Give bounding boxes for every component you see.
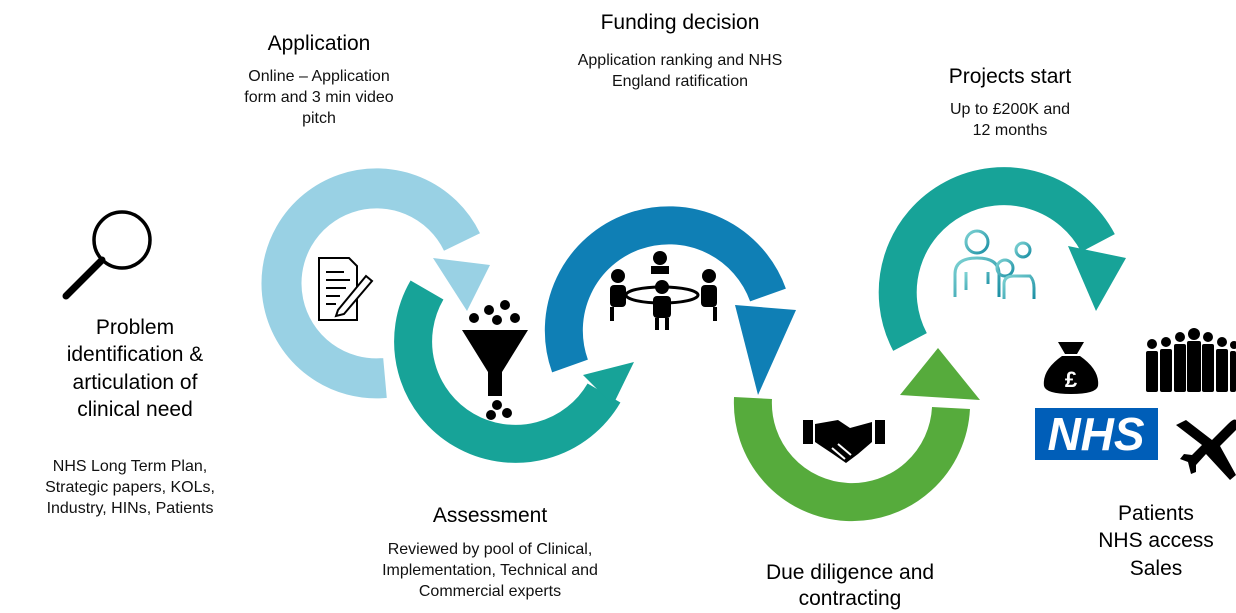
assessment-description-line: Commercial experts <box>418 582 562 600</box>
outcome-label: Patients <box>1118 502 1194 525</box>
svg-text:NHS: NHS <box>1047 408 1144 460</box>
assessment-description-line: Implementation, Technical and <box>382 561 598 579</box>
problem-title: Problem identification & articulation of… <box>30 314 240 423</box>
handshake-icon <box>803 420 885 463</box>
projects-title: Projects start <box>948 65 1072 88</box>
application-description: Online – Application form and 3 min vide… <box>204 67 434 129</box>
crowd-icon <box>1146 328 1236 392</box>
nhs-logo-icon: NHS <box>1035 408 1158 460</box>
projects-description: Up to £200K and 12 months <box>900 100 1120 142</box>
funnel-icon <box>462 300 528 420</box>
problem-sources-line: Strategic papers, KOLs, <box>45 478 215 496</box>
projects-description-line: 12 months <box>972 121 1048 139</box>
problem-sources: NHS Long Term Plan, Strategic papers, KO… <box>0 457 260 519</box>
due-diligence-title-line: Due diligence and <box>765 561 935 584</box>
funding-description-line: Application ranking and NHS <box>577 52 783 69</box>
due-diligence-title: Due diligence and contracting <box>730 560 970 613</box>
doctor-patient-icon <box>953 229 1036 299</box>
outcome-label: Sales <box>1129 556 1183 580</box>
application-description-line: pitch <box>302 109 336 127</box>
assessment-description: Reviewed by pool of Clinical, Implementa… <box>335 540 645 602</box>
outcome-labels: Patients NHS access Sales <box>1076 500 1236 582</box>
assessment-description-line: Reviewed by pool of Clinical, <box>387 541 593 558</box>
projects-arrow <box>878 167 1126 351</box>
funding-description: Application ranking and NHS England rati… <box>530 51 830 93</box>
svg-text:£: £ <box>1065 367 1078 392</box>
application-title: Application <box>267 32 371 55</box>
projects-description-line: Up to £200K and <box>949 101 1071 118</box>
due-diligence-arrow <box>733 348 980 522</box>
document-pen-icon <box>318 257 374 321</box>
application-arrow <box>261 168 490 399</box>
meeting-table-icon <box>610 251 717 330</box>
magnifying-glass-icon <box>62 210 152 300</box>
due-diligence-title-line: contracting <box>798 587 902 611</box>
airplane-icon <box>1176 419 1236 480</box>
problem-title-line: clinical need <box>77 397 193 421</box>
problem-title-line: identification & <box>66 343 204 367</box>
money-bag-icon: £ <box>1043 342 1099 394</box>
problem-sources-line: NHS Long Term Plan, <box>52 458 208 475</box>
problem-title-line: articulation of <box>72 370 198 394</box>
funding-arrow <box>544 206 796 395</box>
funding-title: Funding decision <box>600 11 760 34</box>
assessment-title: Assessment <box>432 504 548 527</box>
application-description-line: Online – Application <box>248 68 390 85</box>
outcome-label: NHS access <box>1098 529 1214 553</box>
application-description-line: form and 3 min video <box>244 88 394 106</box>
problem-sources-line: Industry, HINs, Patients <box>46 499 214 517</box>
assessment-arrow <box>394 280 634 463</box>
funding-description-line: England ratification <box>611 72 749 90</box>
problem-title-line: Problem <box>95 316 175 339</box>
